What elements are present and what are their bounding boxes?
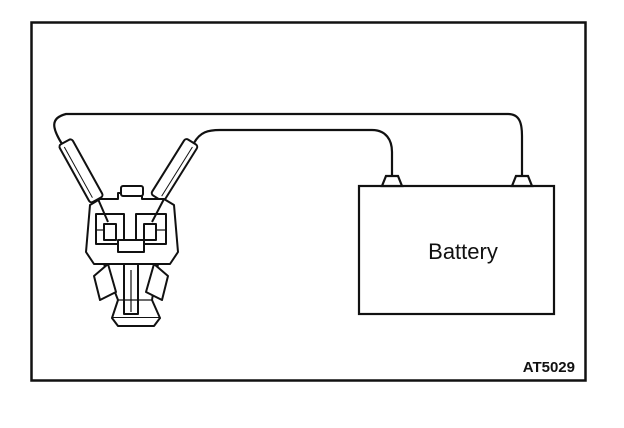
- battery-label: Battery: [428, 239, 498, 264]
- connector: [85, 185, 179, 327]
- wire-to-left-terminal: [192, 128, 394, 178]
- connector-clip-left: [93, 263, 117, 301]
- figure-frame: [30, 21, 587, 382]
- connector-clip-right: [145, 263, 169, 301]
- figure-code: AT5029: [523, 359, 575, 376]
- wire-to-right-terminal: [53, 112, 524, 178]
- lead-wires: [53, 112, 524, 178]
- connector-lock-tab: [120, 185, 144, 197]
- battery: [357, 174, 556, 316]
- battery-case: [357, 184, 556, 316]
- terminal-slot-left: [103, 223, 117, 241]
- terminal-slot-right: [143, 223, 157, 241]
- battery-terminal-right: [510, 174, 534, 188]
- battery-terminal-left: [380, 174, 404, 188]
